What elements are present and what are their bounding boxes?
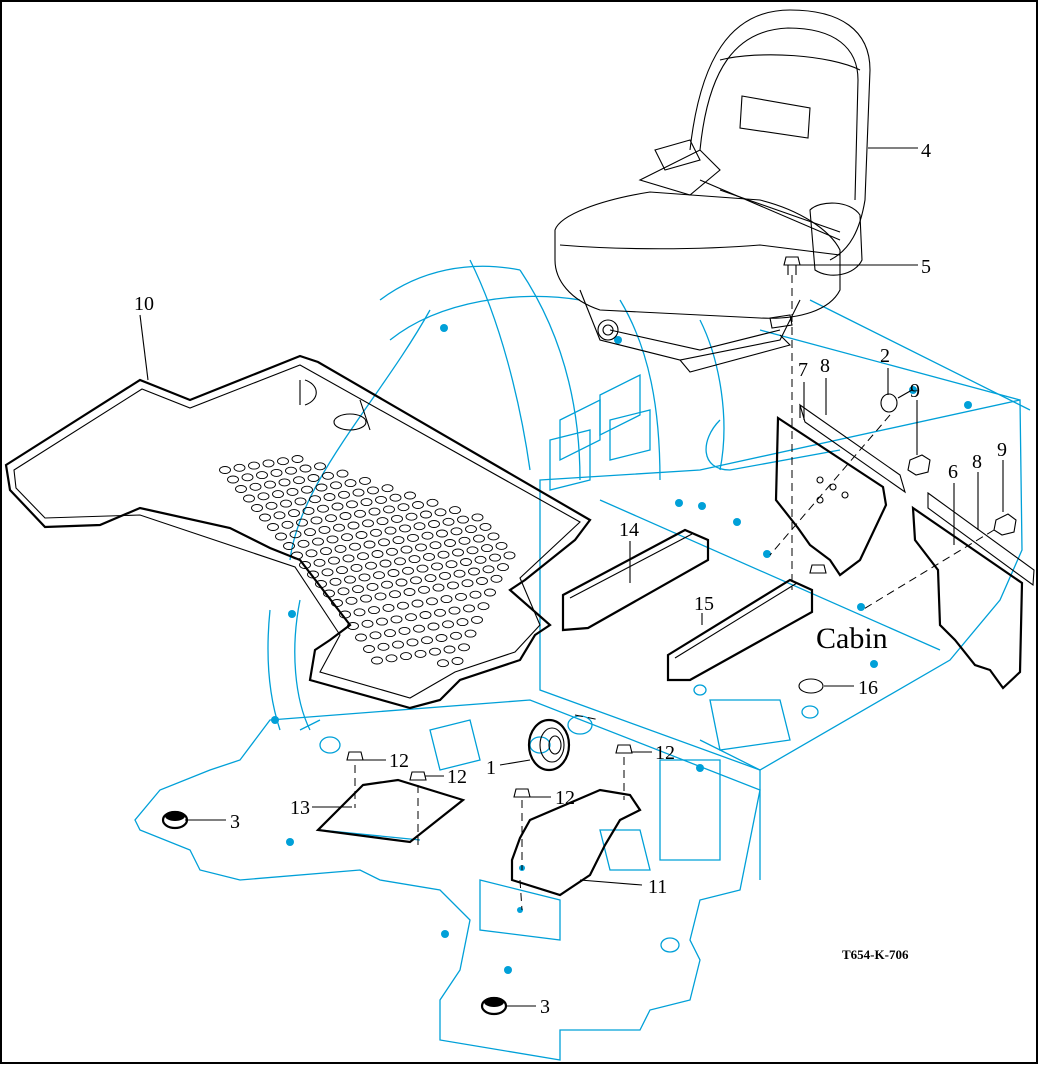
- callout-3-upper: 3: [230, 811, 240, 833]
- callout-4: 4: [921, 140, 931, 162]
- callout-12-d: 12: [655, 742, 675, 764]
- grommet: [527, 718, 571, 772]
- seat-rail-right: [666, 578, 814, 682]
- callout-14: 14: [619, 519, 639, 541]
- callout-13: 13: [290, 797, 310, 819]
- nut-right: [907, 454, 1017, 536]
- seat-bolt: [783, 256, 801, 275]
- seat-rail-left: [561, 528, 710, 632]
- floor-mat: [4, 354, 592, 710]
- cabin-label: Cabin: [816, 622, 888, 655]
- rubber-plug-upper: [161, 810, 189, 830]
- callout-9-upper: 9: [910, 380, 920, 402]
- callout-11: 11: [648, 876, 667, 898]
- callout-6: 6: [948, 461, 958, 483]
- callout-3-lower: 3: [540, 996, 550, 1018]
- mounting-holes: [271, 324, 972, 974]
- cabin-floor-outline: [134, 259, 1031, 1061]
- cover-plate-11: [510, 788, 642, 897]
- callout-10: 10: [134, 293, 154, 315]
- callout-12-a: 12: [389, 750, 409, 772]
- floor-mat-perforations: [219, 455, 516, 668]
- callout-5: 5: [921, 256, 931, 278]
- callout-1: 1: [486, 757, 496, 779]
- assembly-dash-lines: [354, 275, 995, 911]
- seat-side-panel-right: [911, 491, 1035, 690]
- cover-plate-13: [315, 778, 466, 844]
- callout-2: 2: [880, 345, 890, 367]
- seat-side-panel-left: [774, 403, 906, 577]
- operator-seat: [554, 9, 871, 373]
- callout-15: 15: [694, 593, 714, 615]
- callout-9-lower: 9: [997, 439, 1007, 461]
- callout-7: 7: [798, 359, 808, 381]
- drawing-reference-code: T654-K-706: [842, 947, 909, 962]
- callout-leaders: [139, 147, 1004, 1007]
- rubber-plug-lower: [480, 996, 508, 1016]
- washer-16: [798, 678, 824, 694]
- callout-8-left: 8: [820, 355, 830, 377]
- callout-16: 16: [858, 677, 878, 699]
- callout-8-right: 8: [972, 451, 982, 473]
- callout-12-b: 12: [447, 766, 467, 788]
- washer-2: [880, 393, 898, 413]
- callout-12-c: 12: [555, 787, 575, 809]
